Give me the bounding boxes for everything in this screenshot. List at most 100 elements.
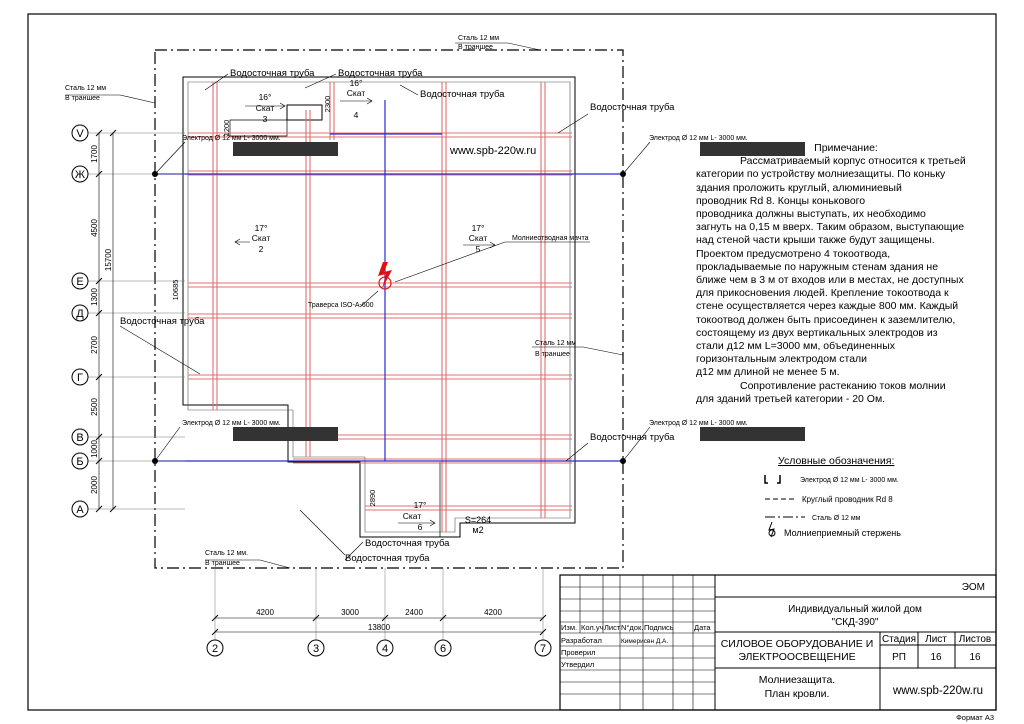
svg-text:Скат: Скат — [347, 88, 366, 98]
row-axis-label: А — [76, 504, 84, 516]
stamp-role: Разработал — [561, 636, 602, 645]
stage-value: РП — [892, 652, 906, 663]
electrode-block — [700, 142, 805, 156]
plan-website: www.spb-220w.ru — [449, 145, 536, 157]
note-line: горизонтальным электродом стали — [696, 353, 868, 366]
stage-label: Стадия — [882, 634, 916, 645]
svg-text:S=264: S=264 — [465, 515, 491, 525]
svg-text:Траверса ISO-A-600: Траверса ISO-A-600 — [308, 302, 374, 309]
drainpipe-labels: Водосточная труба Водосточная труба Водо… — [120, 68, 675, 564]
note-line: Сопротивление растеканию токов молнии — [740, 379, 946, 392]
svg-text:В траншее: В траншее — [535, 351, 570, 358]
building-outline — [182, 76, 576, 538]
row-dim: 4500 — [90, 219, 99, 237]
svg-text:Скат: Скат — [252, 233, 271, 243]
svg-text:2: 2 — [259, 244, 264, 254]
note-line: стене осуществляется через каждые 800 мм… — [696, 300, 959, 313]
legend-item: Электрод Ø 12 мм L- 3000 мм. — [800, 477, 899, 484]
svg-text:Скат: Скат — [469, 233, 488, 243]
col-dim-total: 13800 — [368, 623, 391, 632]
col-dim: 2400 — [405, 608, 423, 617]
note-line: здания проложить круглый, алюминиевый — [696, 181, 902, 194]
row-dim: 1000 — [90, 440, 99, 458]
col-axis-label: 4 — [382, 643, 388, 655]
row-dimensions: 1700 4500 1300 2700 2500 1000 2000 15700 — [90, 129, 117, 513]
leader-lines — [65, 42, 624, 569]
note-line: проводник Rd 8. Концы конькового — [696, 194, 866, 207]
svg-text:17°: 17° — [414, 500, 427, 510]
title-block — [559, 574, 997, 711]
note-line: состоящему из двух вертикальных электрод… — [696, 326, 938, 339]
col-dim: 4200 — [484, 608, 502, 617]
stamp-header: Дата — [694, 623, 711, 632]
stamp-header: Лист — [604, 623, 621, 632]
svg-text:Молниеотводная мачта: Молниеотводная мачта — [512, 235, 589, 242]
note-line: Проектом предусмотрено 4 токоотвода, — [696, 247, 891, 260]
slope-6: 17° Скат 6 — [398, 500, 436, 532]
slope-markers: 16° Скат 3 16° Скат 4 17° Скат 2 17° Ска… — [234, 78, 496, 532]
drawing-line-2: План кровли. — [765, 688, 830, 700]
inner-dim: 1200 — [222, 120, 231, 137]
svg-text:В траншее: В траншее — [458, 44, 493, 51]
svg-text:Водосточная труба: Водосточная труба — [365, 538, 450, 549]
stamp-header: N°док. — [621, 623, 643, 632]
slope-5: 17° Скат 5 — [463, 223, 496, 254]
svg-text:17°: 17° — [255, 223, 268, 233]
note-line: для зданий третьей категории - 20 Ом. — [696, 392, 886, 405]
col-axis-label: 2 — [212, 643, 218, 655]
svg-text:Водосточная труба: Водосточная труба — [120, 316, 205, 327]
stamp-role: Утвердил — [561, 660, 594, 669]
row-axis-label: Д — [76, 308, 84, 320]
svg-text:Сталь 12 мм: Сталь 12 мм — [535, 340, 576, 347]
svg-text:м2: м2 — [472, 525, 483, 535]
row-dim: 2500 — [90, 398, 99, 416]
inner-dim: 10685 — [171, 280, 180, 301]
steel-ground-loop — [154, 49, 624, 569]
section-line-1: СИЛОВОЕ ОБОРУДОВАНИЕ И — [721, 638, 874, 650]
inner-dim: 2890 — [368, 490, 377, 507]
note-line: для прикосновения людей. Крепление токоо… — [696, 287, 949, 300]
electrode-block — [700, 427, 805, 441]
slope-3: 16° Скат 3 — [245, 92, 286, 124]
legend: Условные обозначения: Электрод Ø 12 мм L… — [764, 455, 901, 538]
row-axis-markers: V Ж Е Д Г В Б А — [71, 124, 89, 518]
svg-text:Водосточная труба: Водосточная труба — [590, 432, 675, 443]
svg-text:Сталь 12 мм.: Сталь 12 мм. — [205, 550, 248, 557]
inner-dim: 2300 — [323, 96, 332, 113]
svg-text:В траншее: В траншее — [65, 95, 100, 102]
svg-text:Электрод Ø 12 мм L- 3000 мм.: Электрод Ø 12 мм L- 3000 мм. — [182, 420, 281, 427]
slope-4: 16° Скат 4 — [340, 78, 373, 120]
col-axis-markers: 2 3 4 6 7 — [206, 639, 552, 657]
stamp-header: Кол.уч — [581, 623, 604, 632]
svg-text:16°: 16° — [259, 92, 272, 102]
col-dimensions: 4200 3000 2400 4200 13800 — [211, 608, 547, 636]
svg-text:3: 3 — [263, 114, 268, 124]
stamp-header: Подпись — [644, 623, 674, 632]
row-dim: 1700 — [90, 145, 99, 163]
stamp-role: Проверил — [561, 648, 596, 657]
svg-text:6: 6 — [418, 522, 423, 532]
note-line: стали д12 мм L=3000 мм, объединенных — [696, 340, 895, 353]
area-label: S=264 м2 — [465, 515, 491, 535]
notes-title: Примечание: — [814, 142, 878, 154]
electrode-symbol-icon — [764, 475, 781, 484]
sheet-value: 16 — [930, 652, 942, 663]
sheets-value: 16 — [969, 652, 981, 663]
row-axis-label: Е — [76, 276, 83, 288]
sheet-frame — [27, 13, 997, 711]
note-line: прокладываемые по наружным стенам здания… — [696, 260, 939, 273]
col-axis-label: 3 — [313, 643, 319, 655]
sheets-label: Листов — [959, 634, 992, 645]
svg-text:Скат: Скат — [403, 511, 422, 521]
format-label: Формат А3 — [956, 713, 994, 722]
row-axis-label: Б — [76, 456, 83, 468]
notes-block: Примечание: Рассматриваемый корпус относ… — [696, 142, 996, 406]
stamp-code: ЭОМ — [962, 582, 985, 593]
inner-dimensions: 2300 1200 10685 2890 — [171, 96, 377, 507]
note-line: д12 мм длиной не менее 5 м. — [696, 366, 840, 379]
row-dim: 1300 — [90, 288, 99, 306]
svg-text:Водосточная труба: Водосточная труба — [230, 68, 315, 79]
electrode-block — [233, 427, 338, 441]
row-axis-label: Ж — [75, 169, 85, 181]
